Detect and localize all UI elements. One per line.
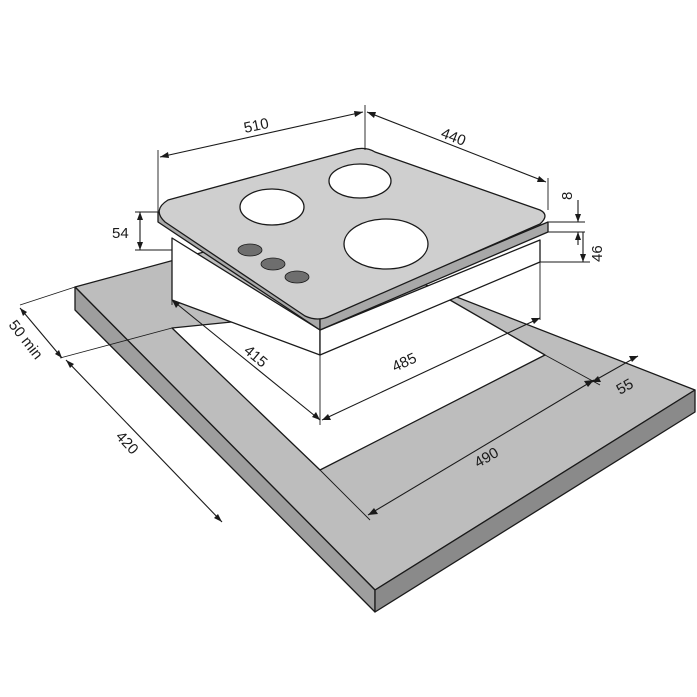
extension-lines	[19, 105, 601, 521]
control-knob-1	[237, 243, 263, 257]
label-min-front-gap: 50 min	[5, 317, 46, 363]
burner-left	[239, 188, 305, 226]
dimension-lines	[19, 111, 639, 523]
control-knob-3	[284, 270, 310, 284]
label-hob-width: 510	[242, 115, 270, 137]
label-body-depth: 46	[589, 245, 606, 262]
burner-front-right	[343, 218, 429, 270]
label-hob-height: 54	[112, 225, 129, 242]
burner-top-right	[328, 163, 392, 199]
label-glass-thickness: 8	[559, 192, 576, 200]
control-knob-2	[260, 257, 286, 271]
label-counter-depth: 420	[112, 428, 142, 458]
countertop-side-face	[374, 389, 696, 613]
label-hob-depth: 440	[439, 125, 468, 150]
label-min-back-gap: 55	[614, 375, 637, 398]
